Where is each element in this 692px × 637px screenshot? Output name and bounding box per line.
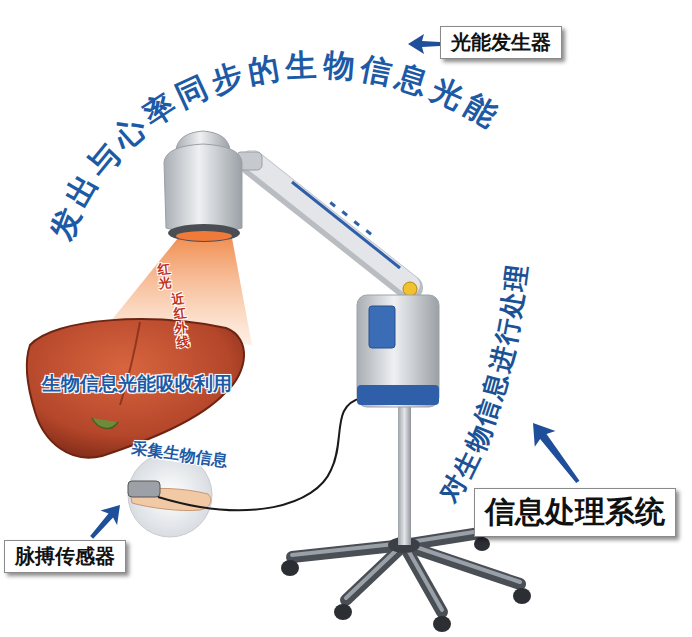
light-generator [164,131,262,242]
stand-pole [398,403,411,545]
callout-text: 信息处理系统 [485,495,665,530]
arc-character: 的 [246,52,282,88]
arc-character: 理 [502,263,531,292]
arc-character: 进 [486,344,517,375]
callout-box: 脉搏传感器 [4,540,126,573]
part-label: 生物信息光能吸收利用 [42,371,232,397]
arc-character: 出 [61,169,103,211]
pulse-sensor-clip [128,481,160,497]
arc-character: 信 [358,53,394,89]
arc-character: 物 [322,50,355,83]
arc-character: 能 [460,89,502,131]
arc-character: 行 [492,317,522,347]
arc-character: 发 [46,204,86,244]
arc-character: 光 [427,73,468,114]
callout-box: 信息处理系统 [474,488,676,537]
stand-base [281,531,531,632]
arc-character: 步 [208,59,247,98]
callout-text: 脉搏传感器 [15,545,115,568]
gallbladder [92,418,118,428]
processing-unit [357,295,439,407]
arc-character: 息 [393,61,432,100]
pointer-arrow [83,34,588,545]
lamp-arm [252,160,417,296]
arc-character: 同 [172,71,213,112]
arc-character: 生 [285,50,317,82]
arc-character: 处 [498,290,528,320]
callout-text: 光能发生器 [451,31,551,54]
liver-organ [27,319,244,457]
callout-box: 光能发生器 [440,26,562,59]
